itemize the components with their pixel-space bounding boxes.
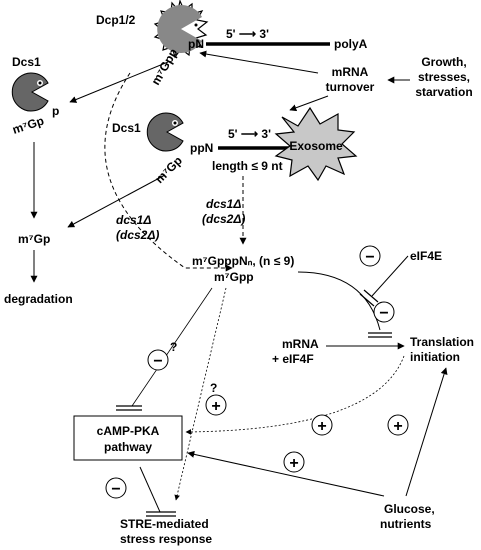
translation-line2: initiation	[410, 350, 460, 364]
mrna-eif4f-line2: + eIF4F	[272, 352, 314, 366]
plus-text-glucose-translation: +	[393, 418, 402, 435]
direction-mid: 5' ⟶ 3'	[228, 127, 271, 141]
camp-pka-line2: pathway	[104, 440, 152, 454]
m7gp-p-tail: p	[52, 104, 59, 118]
arrow-glucose-to-translation	[405, 367, 448, 497]
degradation-label: degradation	[4, 292, 73, 306]
stimuli-line3: starvation	[415, 85, 472, 99]
stre-line2: stress response	[120, 532, 212, 546]
length-label: length ≤ 9 nt	[212, 159, 283, 173]
plus-sign-stre	[205, 394, 227, 416]
plus-text-glucose: +	[289, 455, 298, 472]
arrow-mid-to-m7gp	[67, 174, 166, 228]
cap-top: m⁷Gpp	[148, 46, 180, 87]
cap-mid: m⁷Gp	[152, 153, 185, 186]
dcp1-2-enzyme	[153, 0, 209, 59]
plus-text-translation: +	[317, 418, 326, 435]
camp-pka-line1: cAMP-PKA	[97, 424, 160, 438]
minus-text-pka: −	[153, 353, 162, 370]
dashed-arrow-left	[104, 72, 233, 272]
inhibit-pka-to-stre	[139, 466, 161, 513]
mutant-left-1: dcs1Δ	[116, 213, 151, 227]
minus-sign-eif4e	[359, 245, 381, 267]
arrow-turnover-to-mrna	[199, 50, 319, 74]
translation-line1: Translation	[410, 335, 474, 349]
exosome-label: Exosome	[289, 139, 343, 153]
exosome-shape	[274, 106, 358, 182]
plus-sign-glucose-translation	[387, 414, 409, 436]
inhibit-cap-to-pka	[131, 287, 213, 407]
glucose-line1: Glucose,	[384, 502, 435, 516]
stre-line1: STRE-mediated	[120, 517, 209, 531]
minus-sign-pka	[147, 349, 169, 371]
m7gp-p-cap: m⁷Gp	[11, 114, 46, 137]
glucose-line2: nutrients	[380, 517, 432, 531]
turnover-line1: mRNA	[332, 65, 369, 79]
cap-product-2: m⁷Gpp	[214, 270, 254, 284]
dcs1-mid-label: Dcs1	[112, 121, 141, 135]
mutant-mid-1: dcs1Δ	[206, 197, 241, 211]
mrna-eif4f-line1: mRNA	[282, 337, 319, 351]
dotted-translation-to-pka	[185, 355, 405, 435]
question-mark-2: ?	[210, 381, 217, 395]
m7gp-label: m⁷Gp	[18, 232, 50, 246]
plus-text-stre: +	[211, 398, 220, 415]
arrow-turnover-to-exosome	[289, 95, 329, 112]
cap-product-1: m⁷GpppNₙ, (n ≤ 9)	[192, 254, 294, 268]
plus-sign-glucose	[283, 451, 305, 473]
mutant-mid-2: (dcs2Δ)	[202, 212, 245, 226]
stimuli-line2: stresses,	[418, 70, 470, 84]
eif4e-label: eIF4E	[410, 249, 442, 263]
minus-text-cap: −	[379, 305, 388, 322]
pn-label: pN	[188, 37, 204, 51]
dcs1-mid-enzyme	[146, 112, 184, 152]
inhibit-eif4e	[371, 255, 409, 297]
minus-sign-stre	[105, 477, 127, 499]
minus-text-stre: −	[111, 481, 120, 498]
inhibit-bar-eif4e-1	[363, 289, 379, 303]
polya-label: polyA	[334, 37, 368, 51]
plus-sign-translation	[311, 414, 333, 436]
direction-top: 5' ⟶ 3'	[226, 27, 269, 41]
question-mark-1: ?	[170, 340, 177, 354]
dcp-label: Dcp1/2	[96, 13, 136, 27]
dcs1-top-label: Dcs1	[12, 55, 41, 69]
camp-pka-box	[73, 415, 183, 461]
stimuli-line1: Growth,	[421, 55, 466, 69]
turnover-line2: turnover	[326, 80, 375, 94]
arrow-cap-to-m7gpp	[69, 61, 169, 103]
mutant-left-2: (dcs2Δ)	[116, 228, 159, 242]
ppn-label: ppN	[190, 141, 213, 155]
arrow-glucose-to-pka	[187, 450, 385, 497]
dotted-cap-to-stre	[174, 287, 227, 501]
minus-text-eif4e: −	[365, 249, 374, 266]
dcs1-top-enzyme	[11, 72, 49, 112]
minus-sign-cap	[373, 301, 395, 323]
